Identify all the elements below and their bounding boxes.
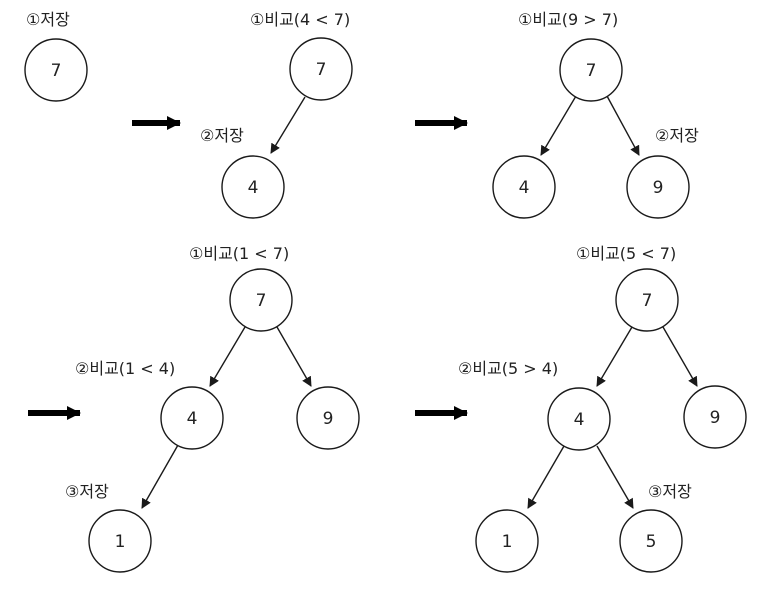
node-value: 7 [642, 291, 653, 311]
step-label: ①저장 [26, 10, 70, 29]
tree-node: 7 [24, 38, 88, 102]
tree-node: 4 [221, 155, 285, 219]
step-label: ①비교(5 < 7) [576, 244, 676, 263]
tree-node: 1 [88, 509, 152, 573]
step-label: ②저장 [655, 126, 699, 145]
node-value: 9 [710, 408, 721, 428]
node-value: 4 [248, 178, 259, 198]
step-label: ①비교(1 < 7) [189, 244, 289, 263]
tree-edge [270, 96, 306, 154]
node-value: 4 [519, 178, 530, 198]
node-value: 9 [653, 178, 664, 198]
tree-edge [540, 95, 577, 156]
node-value: 9 [323, 409, 334, 429]
tree-node: 7 [289, 37, 353, 101]
tree-edge [662, 326, 698, 387]
tree-node: 1 [475, 509, 539, 573]
node-value: 7 [51, 61, 62, 81]
tree-node: 4 [492, 155, 556, 219]
tree-node: 7 [229, 268, 293, 332]
node-value: 7 [316, 60, 327, 80]
tree-node: 4 [160, 386, 224, 450]
tree-edge [141, 444, 179, 509]
tree-edge [209, 326, 246, 387]
tree-edge [596, 445, 634, 509]
node-value: 4 [574, 410, 585, 430]
step-label: ①비교(9 > 7) [518, 10, 618, 29]
node-value: 5 [646, 532, 657, 552]
step-label: ②비교(5 > 4) [458, 359, 558, 378]
tree-node: 9 [296, 386, 360, 450]
step-2: ①비교(4 < 7) ②저장 7 4 [200, 10, 353, 219]
step-label: ②비교(1 < 4) [75, 359, 175, 378]
tree-node: 9 [683, 385, 747, 449]
node-value: 7 [586, 61, 597, 81]
tree-node: 5 [619, 509, 683, 573]
tree-node: 7 [559, 38, 623, 102]
node-value: 4 [187, 409, 198, 429]
step-label: ③저장 [648, 482, 692, 501]
step-4: ①비교(1 < 7) ②비교(1 < 4) ③저장 7 4 9 1 [65, 244, 360, 573]
tree-edge [596, 326, 633, 387]
tree-edge [276, 326, 312, 387]
step-5: ①비교(5 < 7) ②비교(5 > 4) ③저장 7 4 9 1 5 [458, 244, 747, 573]
step-label: ②저장 [200, 126, 244, 145]
step-3: ①비교(9 > 7) ②저장 7 4 9 [492, 10, 699, 219]
tree-edge [527, 445, 565, 509]
step-label: ③저장 [65, 482, 109, 501]
node-value: 1 [115, 532, 126, 552]
tree-node: 9 [626, 155, 690, 219]
node-value: 1 [502, 532, 513, 552]
step-label: ①비교(4 < 7) [250, 10, 350, 29]
node-value: 7 [256, 291, 267, 311]
tree-edge [606, 95, 640, 156]
tree-node: 7 [615, 268, 679, 332]
tree-node: 4 [547, 387, 611, 451]
step-1: ①저장 7 [24, 10, 88, 102]
